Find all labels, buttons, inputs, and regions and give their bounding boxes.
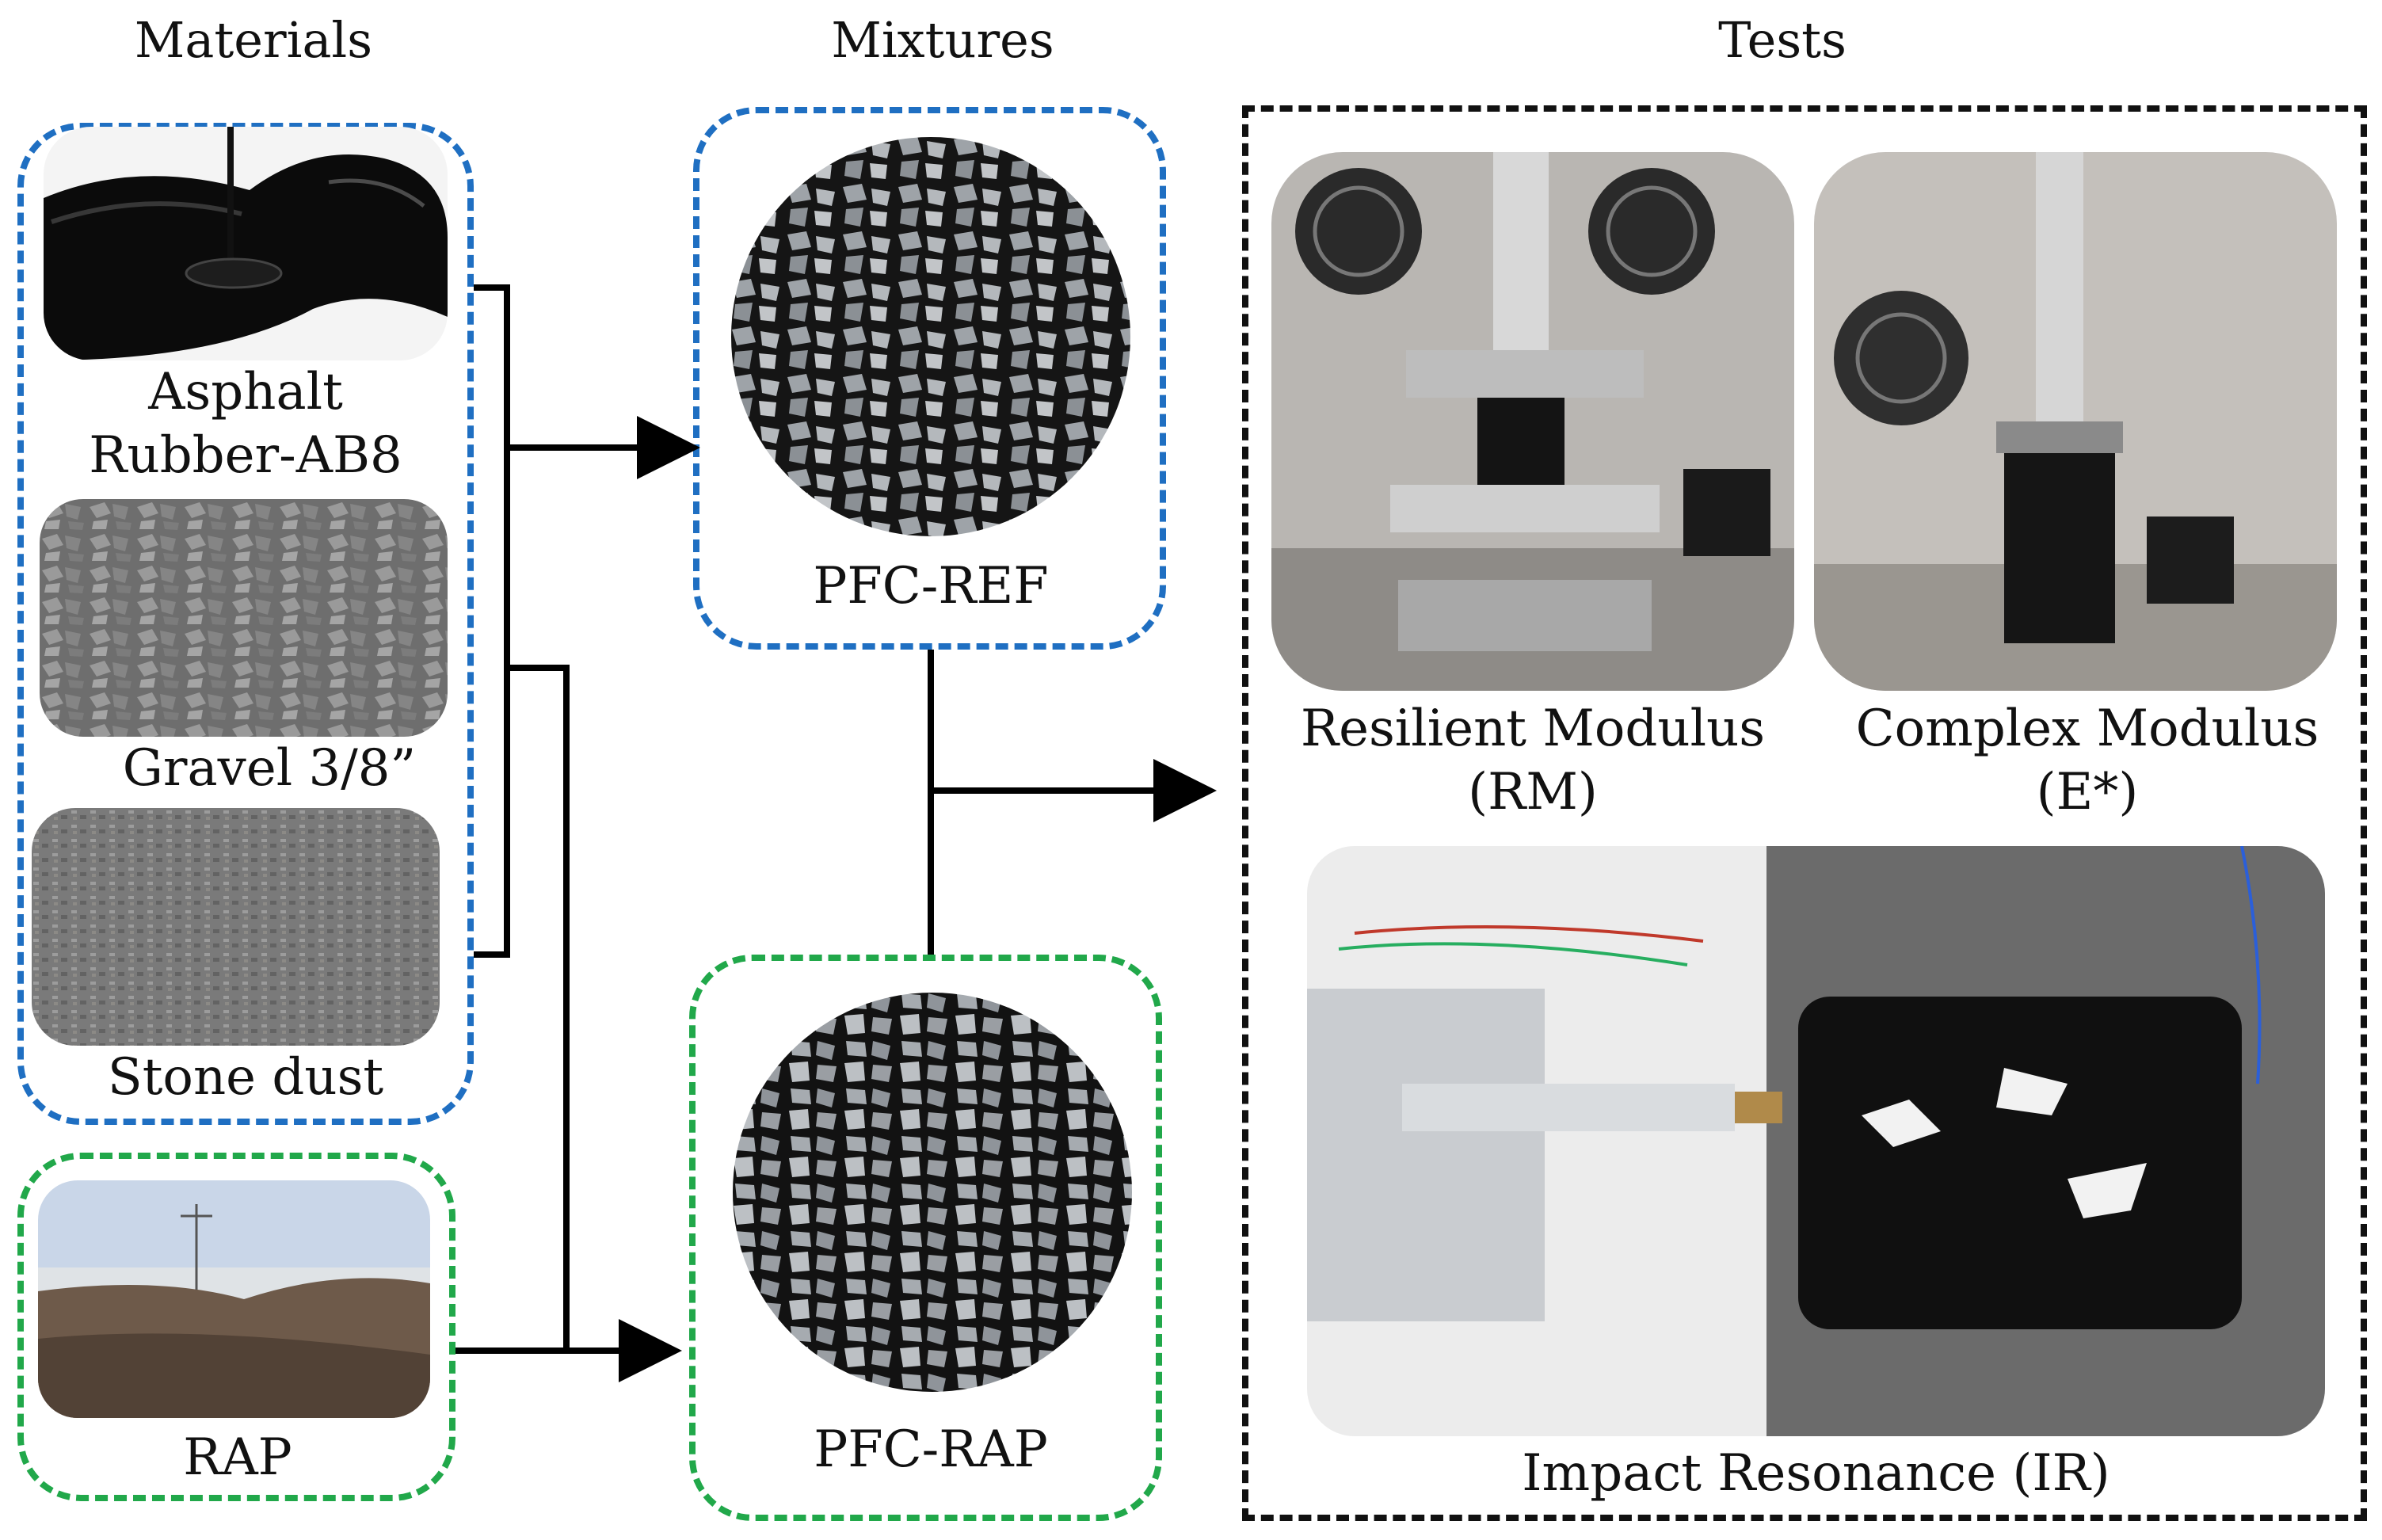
impact-resonance-test-photo	[1307, 846, 2325, 1436]
complex-modulus-test-photo	[1814, 152, 2337, 691]
rap-stockpile-photo	[38, 1180, 430, 1418]
pfc-ref-mixture-group	[693, 107, 1166, 650]
virgin-to-rap-branch	[507, 665, 570, 1351]
ir-label: Impact Resonance (IR)	[1522, 1444, 2110, 1503]
stone-dust-label: Stone dust	[107, 1048, 384, 1107]
virgin-materials-bracket	[474, 284, 510, 958]
tests-group	[1242, 105, 2367, 1521]
rm-label-line1: Resilient Modulus	[1300, 699, 1766, 758]
materials-column-title: Materials	[134, 11, 373, 69]
cm-label-line2: (E*)	[2036, 763, 2139, 821]
pfc-ref-specimen-image	[729, 135, 1133, 539]
gravel-label: Gravel 3/8”	[122, 739, 417, 798]
pfc-rap-mixture-group	[689, 955, 1162, 1521]
rm-label-line2: (RM)	[1468, 763, 1598, 821]
asphalt-rubber-photo	[44, 127, 448, 360]
pfc-ref-label: PFC-REF	[813, 557, 1049, 616]
tests-column-title: Tests	[1718, 11, 1847, 69]
asphalt-label-line2: Rubber-AB8	[89, 426, 402, 485]
resilient-modulus-test-photo	[1271, 152, 1794, 691]
gravel-photo	[40, 499, 448, 737]
mixtures-column-title: Mixtures	[831, 11, 1054, 69]
rap-label: RAP	[183, 1428, 292, 1487]
asphalt-label-line1: Asphalt	[148, 363, 343, 421]
cm-label-line1: Complex Modulus	[1855, 699, 2319, 758]
stone-dust-photo	[32, 808, 440, 1046]
rap-material-group	[17, 1153, 455, 1501]
pfc-rap-label: PFC-RAP	[814, 1420, 1048, 1479]
virgin-materials-group	[17, 123, 474, 1125]
pfc-rap-specimen-image	[730, 990, 1134, 1394]
